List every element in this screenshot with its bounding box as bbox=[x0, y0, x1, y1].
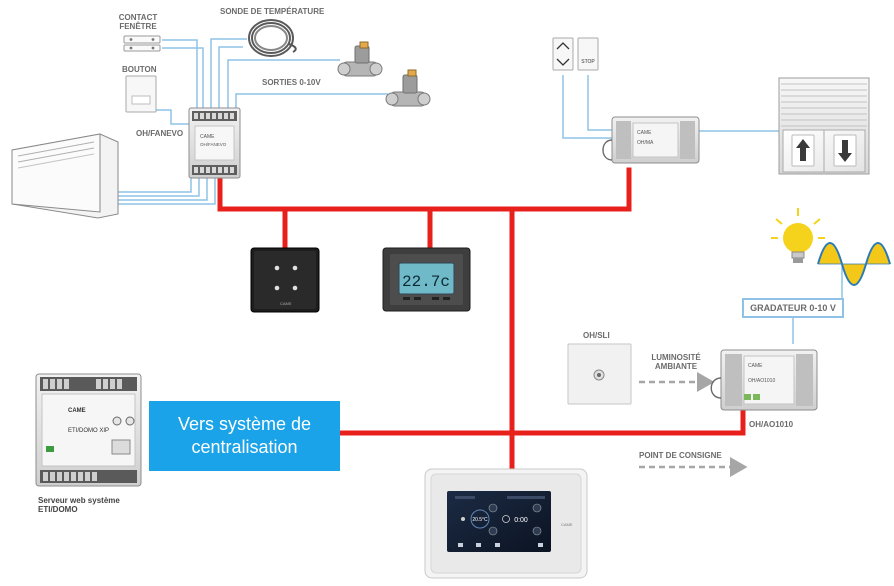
touch-time: 0:00 bbox=[514, 517, 528, 524]
centralisation-text: Vers système de centralisation bbox=[177, 414, 312, 457]
temperature-probe-icon bbox=[248, 19, 297, 57]
button-label: BOUTON bbox=[122, 65, 157, 74]
centralisation-box: Vers système de centralisation bbox=[149, 401, 340, 471]
ambient-light-text: LUMINOSITÉ AMBIANTE bbox=[651, 353, 701, 371]
eti-brand: CAME bbox=[68, 408, 86, 414]
dimmer-label: GRADATEUR 0-10 V bbox=[750, 303, 836, 313]
window-shutter-icon bbox=[778, 77, 870, 175]
ao-brand: CAME bbox=[748, 363, 763, 369]
analog-output-module-icon: CAME OH/AO1010 bbox=[710, 349, 818, 411]
sensor-wires bbox=[117, 38, 388, 205]
touch-panel-icon: CAME 20.5°C 0:00 bbox=[424, 468, 588, 579]
touch-temp: 20.5°C bbox=[472, 517, 488, 523]
fanevo-module-icon: CAME OH/FANEVO bbox=[188, 107, 241, 179]
server-caption-text: Serveur web système ETI/DOMO bbox=[38, 496, 120, 514]
shutter-wires bbox=[562, 75, 843, 344]
valve-icon-1 bbox=[337, 41, 383, 77]
ambient-light-label: LUMINOSITÉ AMBIANTE bbox=[641, 353, 711, 371]
stop-label: STOP bbox=[581, 59, 595, 65]
gray-arrows bbox=[639, 372, 748, 477]
ao-model: OH/AO1010 bbox=[748, 378, 775, 384]
keypad-brand: CAME bbox=[280, 301, 292, 306]
eti-model: ETI/DOMO XIP bbox=[68, 428, 109, 434]
fanevo-model: OH/FANEVO bbox=[200, 142, 227, 147]
temperature-probe-label: SONDE DE TEMPÉRATURE bbox=[220, 7, 325, 16]
bus-lines bbox=[217, 167, 746, 473]
window-contact-icon bbox=[123, 35, 161, 52]
dimmer-box: GRADATEUR 0-10 V bbox=[742, 298, 844, 318]
ao1010-label: OH/AO1010 bbox=[749, 420, 794, 429]
setpoint-label: POINT DE CONSIGNE bbox=[639, 451, 722, 460]
eti-domo-server-icon: CAME ETI/DOMO XIP bbox=[35, 373, 142, 487]
shutter-model: OH/MA bbox=[637, 140, 654, 146]
thermostat-reading: 22.7c bbox=[402, 273, 450, 291]
fanevo-label: OH/FANEVO bbox=[136, 129, 184, 138]
shutter-actuator-module-icon: CAME OH/MA bbox=[602, 116, 700, 164]
fan-coil-unit-icon bbox=[11, 133, 119, 219]
window-contact-text: CONTACT FENÊTRE bbox=[118, 13, 158, 31]
shutter-updown-button-icon bbox=[552, 37, 574, 71]
thermostat-icon: 22.7c bbox=[382, 247, 471, 312]
window-contact-label: CONTACT FENÊTRE bbox=[114, 13, 162, 31]
light-bulb-icon bbox=[771, 208, 825, 263]
light-sensor-icon bbox=[567, 343, 632, 405]
touch-panel-brand: CAME bbox=[561, 522, 573, 527]
shutter-stop-button-icon: STOP bbox=[577, 37, 599, 71]
shutter-brand: CAME bbox=[637, 130, 652, 136]
server-caption: Serveur web système ETI/DOMO bbox=[38, 496, 120, 514]
outputs-label: SORTIES 0-10V bbox=[262, 78, 321, 87]
fanevo-brand: CAME bbox=[200, 134, 215, 140]
keypad-icon: CAME bbox=[250, 247, 320, 313]
sli-label: OH/SLI bbox=[583, 331, 610, 340]
valve-icon-2 bbox=[385, 69, 431, 107]
push-button-icon bbox=[125, 75, 157, 113]
dimmer-wave-icon bbox=[817, 242, 891, 286]
